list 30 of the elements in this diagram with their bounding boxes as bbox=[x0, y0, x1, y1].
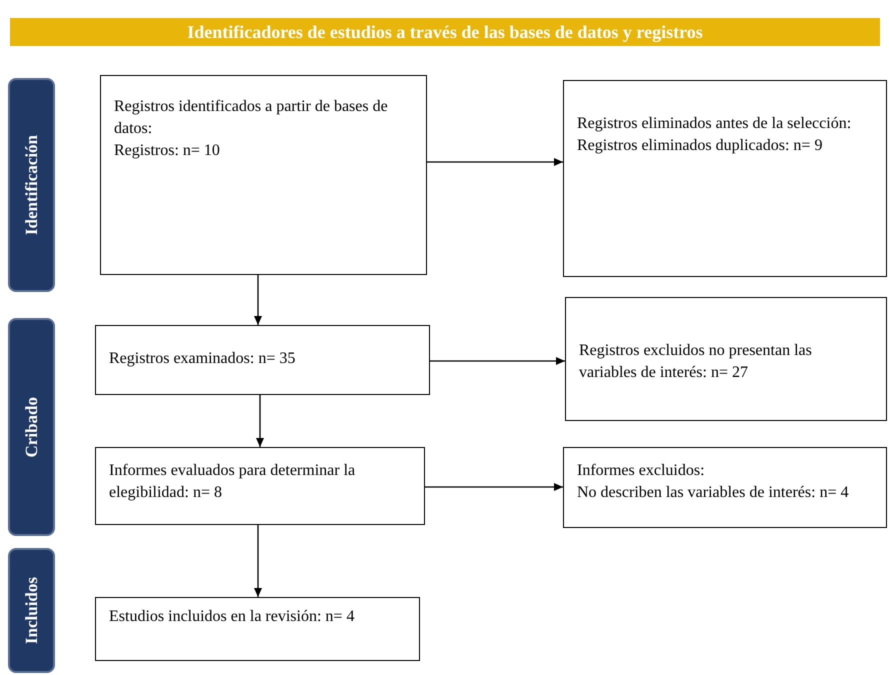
process-box bbox=[565, 297, 887, 421]
box-text: Registros eliminados duplicados: n= 9 bbox=[577, 136, 824, 156]
arrow bbox=[425, 483, 563, 491]
box-text: Registros: n= 10 bbox=[114, 141, 221, 161]
box-text: Registros examinados: n= 35 bbox=[109, 349, 296, 369]
arrow bbox=[254, 525, 262, 597]
process-box bbox=[95, 597, 420, 661]
stage-band bbox=[8, 78, 55, 292]
stage-band bbox=[8, 318, 55, 536]
arrow bbox=[256, 395, 264, 447]
title-banner: Identificadores de estudios a través de las bases de datos y registros bbox=[10, 18, 880, 46]
stage-label: Identificación bbox=[20, 134, 42, 236]
box-text: Registros eliminados antes de la selección: bbox=[577, 114, 852, 134]
box-text: Registros identificados a partir de bases de datos: bbox=[114, 97, 389, 139]
process-box bbox=[563, 447, 887, 528]
process-box bbox=[100, 75, 427, 275]
box-text: Estudios incluidos en la revisión: n= 4 bbox=[109, 607, 356, 627]
arrow bbox=[254, 275, 262, 325]
stage-label: Cribado bbox=[20, 396, 42, 458]
stage-label: Incluidos bbox=[20, 576, 42, 644]
box-text: No describen las variables de interés: n= 4 bbox=[577, 483, 850, 503]
process-box bbox=[95, 447, 425, 525]
arrow bbox=[430, 357, 565, 365]
box-text: Informes evaluados para determinar la elegibilidad: n= 8 bbox=[109, 461, 356, 503]
process-box bbox=[563, 80, 887, 277]
box-text: Informes excluidos: bbox=[577, 461, 706, 481]
process-box bbox=[95, 325, 430, 395]
box-text: Registros excluidos no presentan las variables de interés: n= 27 bbox=[579, 341, 813, 383]
stage-band bbox=[8, 548, 55, 673]
arrow bbox=[427, 158, 563, 166]
